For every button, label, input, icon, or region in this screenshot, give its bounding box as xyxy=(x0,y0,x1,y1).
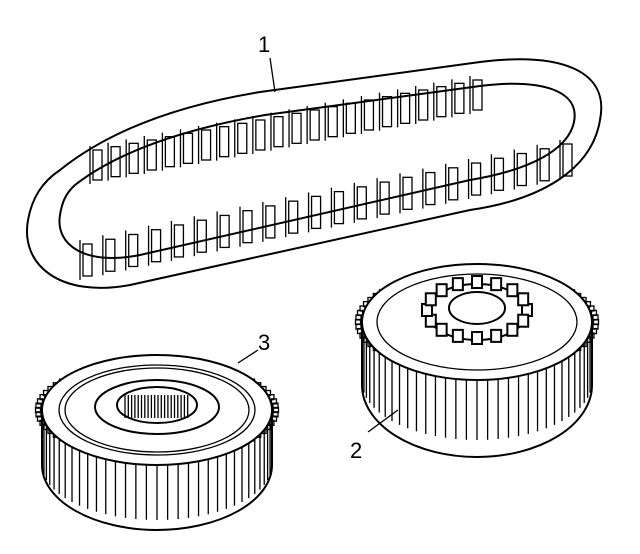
hub-spline-tooth xyxy=(424,292,437,307)
chain-link-pin xyxy=(219,126,230,158)
chain-link-pin xyxy=(92,149,103,181)
driven-sprocket xyxy=(34,354,280,531)
chain-link-pin xyxy=(164,136,176,168)
chain-link-pin xyxy=(436,86,447,118)
gear-tooth-tip xyxy=(34,406,42,414)
hub-spline-tooth xyxy=(451,328,464,343)
hub-spline-tooth xyxy=(490,277,503,292)
chain-link-pin xyxy=(470,162,482,196)
chain-link-pin xyxy=(333,190,345,225)
chain-link-pin xyxy=(146,139,157,171)
chain-link-pin xyxy=(265,205,276,239)
chain-link-pin xyxy=(237,122,248,154)
chain-link-pin xyxy=(255,119,266,151)
chain-link-pin xyxy=(493,157,505,191)
drive-sprocket xyxy=(354,263,600,458)
chain-link-pin xyxy=(472,79,483,111)
callout-1: 1 xyxy=(258,32,270,57)
hub-spline-tooth xyxy=(506,322,519,337)
chain-outer-edge xyxy=(26,58,603,289)
chain-link-pin xyxy=(173,224,185,258)
chain-link-pin xyxy=(539,148,550,182)
chain-link-pin xyxy=(200,129,212,161)
gear3-ring-2 xyxy=(64,367,250,453)
chain-link-pin xyxy=(425,171,436,206)
chain-link-pin xyxy=(418,89,429,121)
chain-link-pin xyxy=(291,112,302,144)
gear3-internal-splines xyxy=(124,395,189,418)
chain-link-pin xyxy=(82,243,93,277)
chain-link-pin xyxy=(310,195,322,230)
hub-spline-tooth xyxy=(517,292,530,307)
hub-spline-tooth xyxy=(471,331,483,345)
callout-3: 3 xyxy=(258,330,270,355)
chain-link-pin xyxy=(273,116,284,148)
hub-spline-tooth xyxy=(435,283,448,298)
callout-2: 2 xyxy=(350,438,362,463)
drive-chain xyxy=(26,58,603,289)
chain-link-pin xyxy=(356,186,367,220)
gear-tooth-tip xyxy=(272,411,279,418)
chain-link-pin xyxy=(454,82,465,114)
chain-link-pin xyxy=(110,146,121,178)
hub-spline-tooth xyxy=(490,328,503,343)
chain-link-pin xyxy=(345,102,356,134)
gear3-outer-ring xyxy=(58,364,256,456)
gear-tooth-tip xyxy=(35,402,42,409)
gear-tooth-tip xyxy=(272,406,280,414)
leader-line-1 xyxy=(269,57,276,93)
chain-link-pin xyxy=(128,233,139,268)
gear2-top-ring xyxy=(376,273,578,371)
chain-link-pin xyxy=(219,214,230,249)
chain-link-pin xyxy=(379,181,390,215)
chain-link-pin xyxy=(150,229,162,263)
chain-link-pin xyxy=(105,238,116,272)
hub-spline-tooth xyxy=(451,277,464,292)
hub-spline-tooth xyxy=(506,283,519,298)
leader-line-3 xyxy=(237,349,259,364)
gear-tooth-tip xyxy=(272,402,279,409)
leader-line-2 xyxy=(367,409,399,433)
chain-link-pin xyxy=(381,96,393,128)
chain-link-pin xyxy=(182,132,194,164)
gear3-bore xyxy=(116,386,198,424)
chain-link-pin xyxy=(516,152,527,187)
chain-link-plates xyxy=(79,76,573,280)
chain-link-pin xyxy=(288,200,299,234)
chain-link-pin xyxy=(128,142,139,174)
chain-link-pin xyxy=(562,143,573,177)
chain-link-pin xyxy=(327,106,338,138)
gear2-bore xyxy=(448,291,506,325)
hub-spline-tooth xyxy=(435,322,448,337)
chain-link-pin xyxy=(448,167,459,201)
gear-tooth-tip xyxy=(35,411,42,418)
chain-link-pin xyxy=(402,176,413,210)
chain-link-pin xyxy=(309,109,320,141)
chain-link-pin xyxy=(363,99,375,131)
hub-spline-tooth xyxy=(517,313,530,328)
chain-link-pin xyxy=(196,219,207,253)
gear-tooth-tip xyxy=(592,314,599,321)
hub-spline-tooth xyxy=(471,275,483,289)
chain-link-pin xyxy=(399,92,411,124)
chain-link-pin xyxy=(242,210,253,244)
chain-inner-edge xyxy=(58,82,576,259)
